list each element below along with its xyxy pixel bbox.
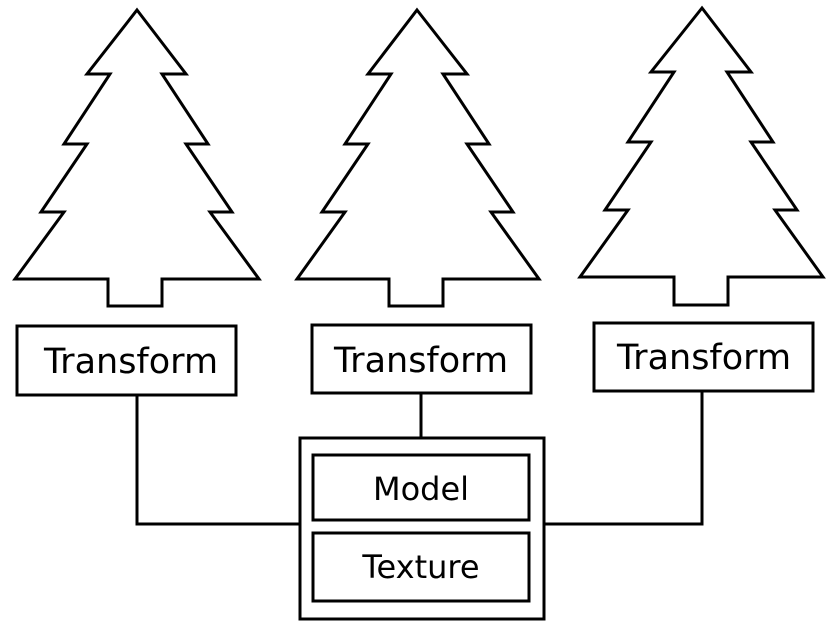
- transform-label: Transform: [43, 342, 218, 382]
- transform-box-frame: [15, 324, 238, 397]
- transform-box-frame: [310, 323, 533, 395]
- tree-2: [294, 7, 542, 308]
- tree-icon: [294, 7, 542, 308]
- transform-box-1: Transform: [15, 324, 238, 397]
- tree-3: [577, 5, 826, 307]
- tree-1: [12, 7, 262, 308]
- model-label: Model: [373, 470, 469, 508]
- tree-icon: [577, 5, 826, 307]
- transform-box-3: Transform: [592, 321, 815, 393]
- shared-resources: Model Texture: [298, 436, 546, 621]
- transform-box-2: Transform: [310, 323, 533, 395]
- model-box: [311, 453, 531, 522]
- texture-label: Texture: [361, 548, 479, 586]
- connectors: [135, 390, 704, 526]
- connector-right: [544, 390, 704, 526]
- transform-label: Transform: [333, 341, 508, 381]
- transform-label: Transform: [616, 338, 791, 378]
- connector-left: [135, 395, 300, 526]
- tree-icon: [12, 7, 262, 308]
- transform-box-frame: [592, 321, 815, 393]
- texture-box: [311, 531, 531, 603]
